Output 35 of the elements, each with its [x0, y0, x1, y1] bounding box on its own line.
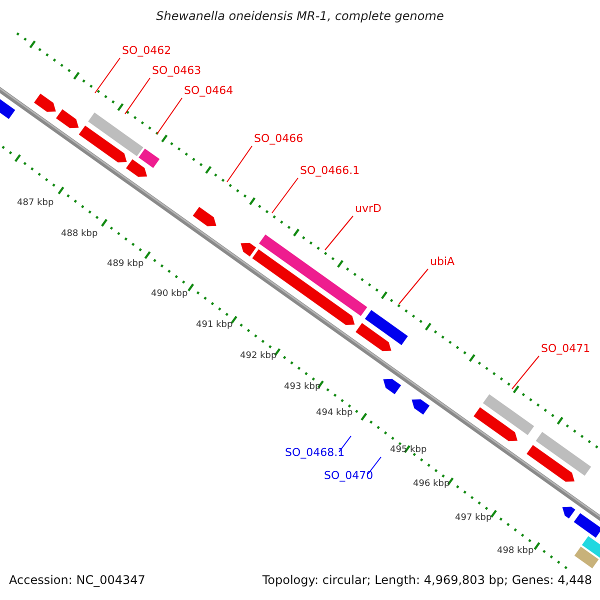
position-label: 489 kbp [107, 259, 144, 270]
leader-line [226, 146, 252, 182]
leader-line [368, 456, 382, 474]
gene-label: SO_0466 [254, 133, 304, 146]
map-title: Shewanella oneidensis MR-1, complete genome [155, 10, 445, 24]
gene-label: SO_0471 [541, 343, 590, 356]
position-label: 492 kbp [240, 351, 277, 362]
position-label: 497 kbp [455, 513, 492, 524]
position-label: 494 kbp [316, 408, 353, 418]
leader-line [272, 178, 298, 214]
position-label: 488 kbp [61, 229, 98, 240]
leader-line [338, 436, 352, 452]
position-label: 493 kbp [284, 382, 321, 392]
gene-label: SO_0466.1 [300, 165, 360, 178]
gene-label: ubiA [430, 256, 455, 269]
genome-summary-text: Topology: circular; Length: 4,969,803 bp; Genes: 4,448 [262, 574, 592, 588]
gene-label: SO_0464 [184, 85, 234, 98]
leader-line [124, 78, 150, 114]
leader-line [156, 98, 182, 134]
leader-line [94, 58, 120, 94]
position-label: 495 kbp [390, 445, 427, 456]
position-label: 491 kbp [196, 320, 233, 330]
position-label: 498 kbp [497, 546, 534, 556]
leader-line [512, 356, 540, 390]
gene-label: uvrD [355, 203, 382, 216]
accession-text: Accession: NC_004347 [9, 574, 146, 588]
gene-label: SO_0463 [152, 65, 202, 78]
gene-label: SO_0468.1 [285, 447, 345, 460]
position-label: 496 kbp [413, 479, 450, 490]
leader-line [324, 216, 354, 250]
gene-label: SO_0470 [324, 470, 374, 483]
leader-line [398, 268, 428, 304]
position-label: 490 kbp [151, 289, 188, 300]
gene-label: SO_0462 [122, 45, 172, 58]
position-label: 487 kbp [17, 198, 54, 208]
